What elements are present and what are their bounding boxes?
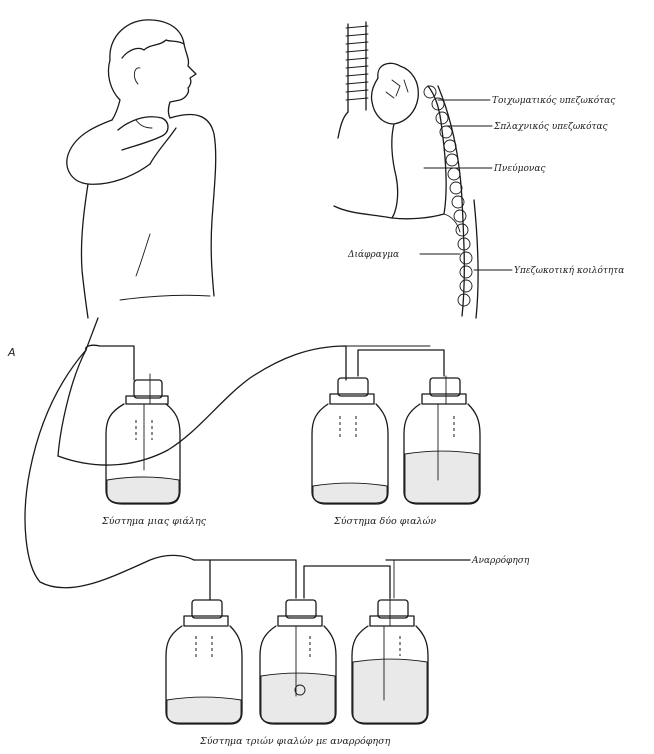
label-pleural-space: Υπεζωκοτική κοιλότητα xyxy=(514,265,624,276)
heart-shape xyxy=(371,63,418,124)
bottle-three-waterseal xyxy=(260,600,336,724)
caption-three-bottle: Σύστημα τριών φιαλών με αναρρόφηση xyxy=(199,736,391,747)
label-diaphragm: Διάφραγμα xyxy=(347,249,399,260)
bottle-one xyxy=(106,374,180,504)
lung-shape xyxy=(392,86,446,219)
label-lung: Πνεύμονας xyxy=(493,163,546,174)
bottle-three-collection xyxy=(166,600,242,724)
caption-two-bottle: Σύστημα δύο φιαλών xyxy=(333,516,436,527)
label-suction: Αναρρόφηση xyxy=(471,555,530,566)
caption-one-bottle: Σύστημα μιας φιάλης xyxy=(101,516,207,527)
three-bottle-system: Αναρρόφηση Σύστημα τριών φιαλών με αναρρ… xyxy=(166,555,530,747)
thorax-anatomy-illustration: Τοιχωματικός υπεζωκότας Σπλαχνικός υπεζω… xyxy=(334,22,624,318)
drain-tubing xyxy=(25,345,346,600)
bottle-three-suction-control xyxy=(352,590,428,724)
patient-figure xyxy=(67,20,216,350)
label-visceral-pleura: Σπλαχνικός υπεζωκότας xyxy=(493,121,609,132)
one-bottle-system: Σύστημα μιας φιάλης xyxy=(101,374,207,527)
two-bottle-system: Σύστημα δύο φιαλών xyxy=(312,346,480,527)
panel-letter: A xyxy=(7,346,16,359)
bottle-two-collection xyxy=(312,378,388,504)
trachea xyxy=(338,22,368,138)
label-parietal-pleura: Τοιχωματικός υπεζωκότας xyxy=(492,95,616,106)
bottle-two-waterseal xyxy=(404,376,480,504)
